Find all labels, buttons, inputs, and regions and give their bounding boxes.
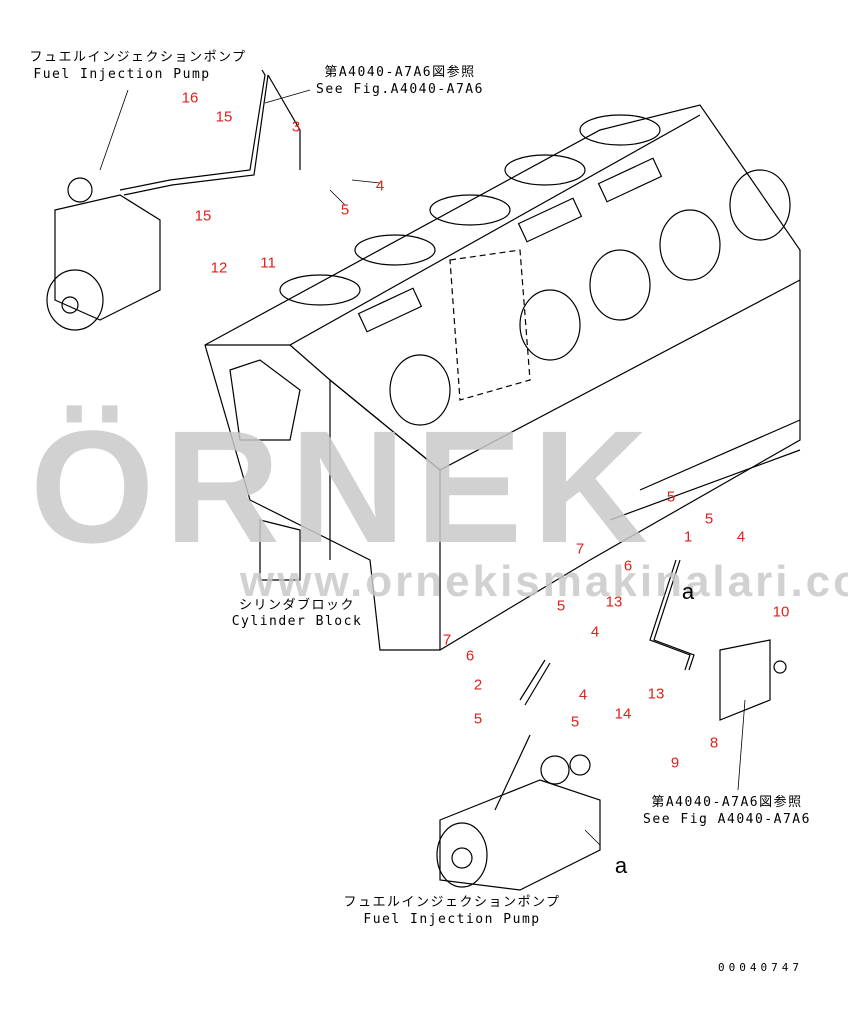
callout: 11 [260, 254, 276, 272]
callout: 1 [683, 528, 693, 546]
callout: 9 [670, 754, 680, 772]
callout: 6 [465, 647, 475, 665]
drawing-code: 00040747 [718, 961, 803, 974]
callout: 7 [575, 540, 585, 558]
fuel-pipe-1 [649, 559, 787, 721]
pump-top-label-jp: フュエルインジェクションポンプ [29, 50, 247, 65]
fuel-injection-pump-top [46, 69, 301, 331]
callout: 5 [666, 488, 676, 506]
cylinder-block [204, 104, 801, 651]
pump-top-label-en: Fuel Injection Pump [33, 67, 211, 82]
ref-top-label-jp: 第A4040-A7A6図参照 [324, 65, 476, 80]
watermark-url: www.ornekismakinalari.com.tr [240, 557, 848, 606]
leader-lines [99, 89, 746, 846]
callout: 7 [442, 631, 452, 649]
callout: 5 [473, 710, 483, 728]
view-a-marker: a [681, 579, 695, 604]
ref-top-label-en: See Fig.A4040-A7A6 [316, 82, 484, 97]
callout: 12 [210, 259, 228, 277]
cylinder-block-label-en: Cylinder Block [231, 614, 363, 629]
callout: 3 [291, 118, 301, 136]
callout: 4 [375, 177, 385, 195]
callout: 15 [194, 207, 212, 225]
callout: 16 [181, 89, 199, 107]
view-a-marker: a [614, 853, 628, 878]
callout: 10 [772, 603, 790, 621]
pump-bottom-label-jp: フュエルインジェクションポンプ [343, 895, 561, 910]
callout: 5 [556, 597, 566, 615]
callout: 5 [570, 713, 580, 731]
callout: 6 [623, 557, 633, 575]
watermark-brand: ÖRNEK [30, 397, 658, 576]
callout: 2 [473, 676, 483, 694]
pump-bottom-label-en: Fuel Injection Pump [363, 912, 541, 927]
callout: 8 [709, 734, 719, 752]
ref-bottom-label-jp: 第A4040-A7A6図参照 [651, 795, 803, 810]
cylinder-block-label-jp: シリンダブロック [238, 598, 356, 613]
callout: 13 [605, 593, 623, 611]
callout: 4 [590, 623, 600, 641]
callout: 5 [704, 510, 714, 528]
fuel-injection-pump-bottom [436, 659, 601, 891]
callout: 5 [340, 201, 350, 219]
callout: 13 [647, 685, 665, 703]
callout: 4 [736, 528, 746, 546]
callout: 15 [215, 108, 233, 126]
callout: 14 [614, 705, 632, 723]
ref-bottom-label-en: See Fig A4040-A7A6 [643, 812, 811, 827]
callout: 4 [578, 686, 588, 704]
